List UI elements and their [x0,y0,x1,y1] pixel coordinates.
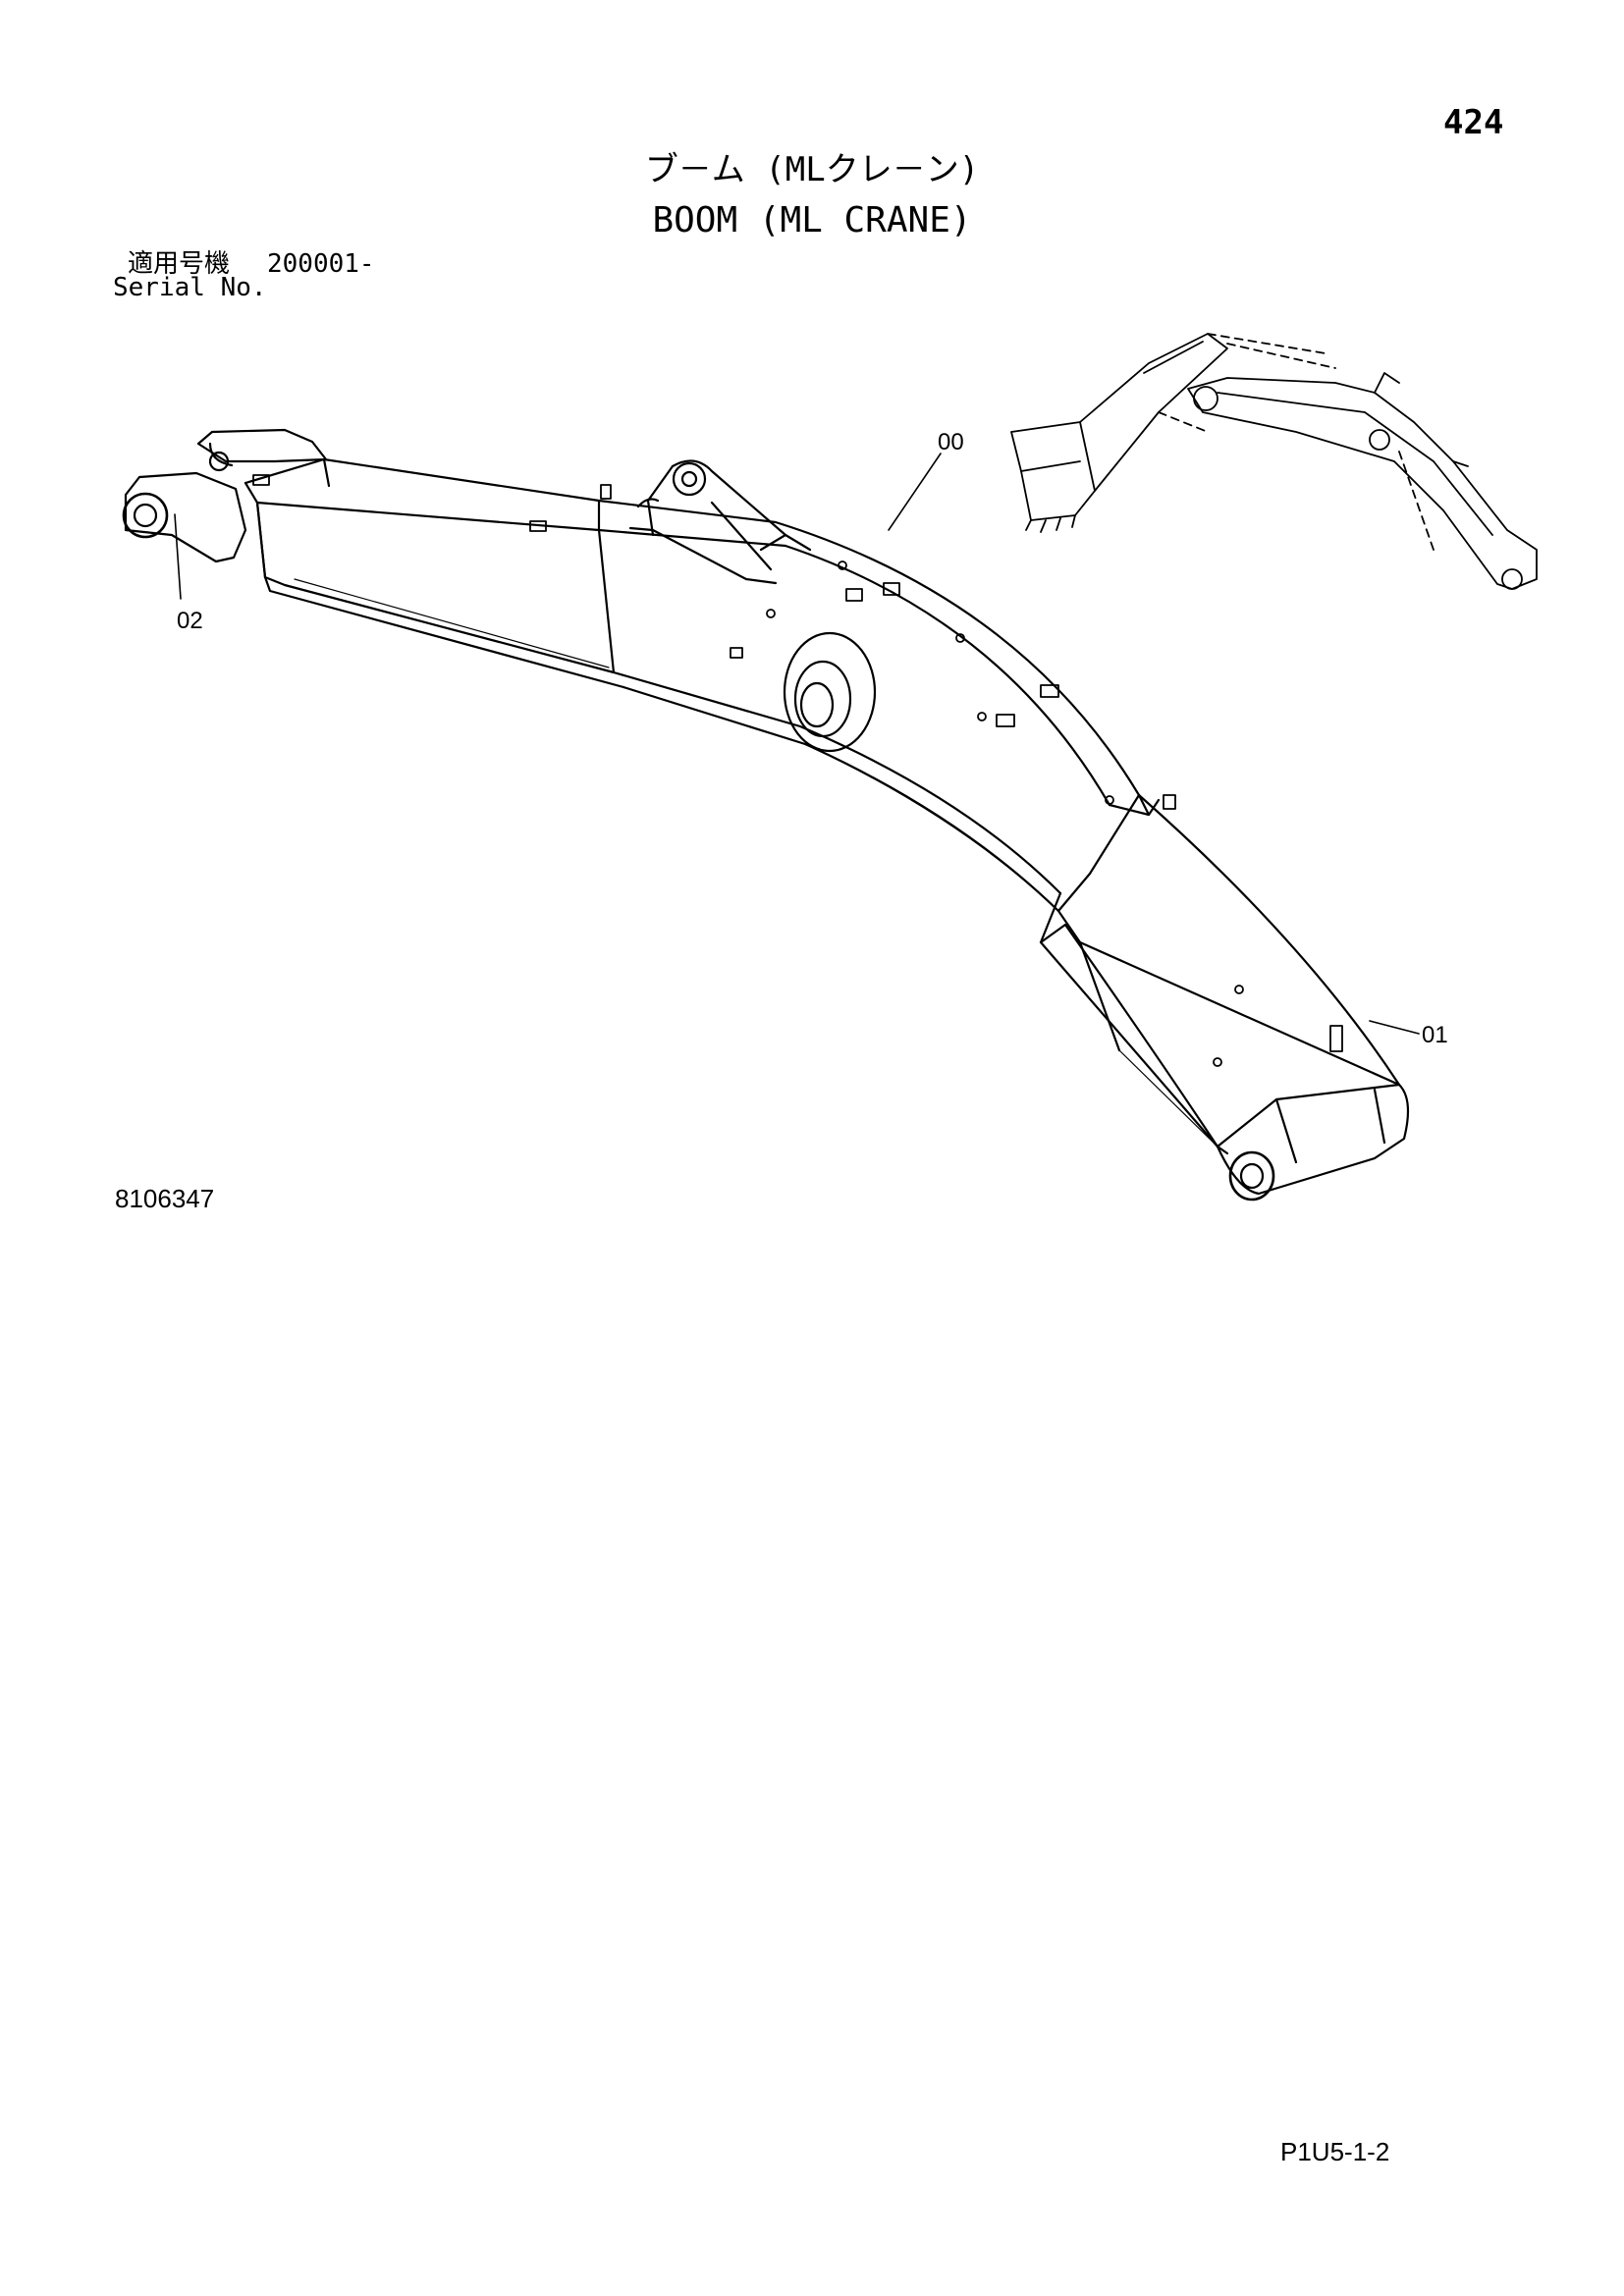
inset-front-attachment [1010,333,1538,590]
boom-main-assembly [122,428,1410,1201]
title-japanese: ブ－ム (MLクレ－ン) [644,150,980,189]
serial-label-english: Serial No. [113,273,267,302]
callout-01: 01 [1422,1022,1448,1048]
boom-detail-pads [252,474,1343,1067]
callout-00: 00 [938,429,964,455]
callout-leaders [174,453,1420,1035]
serial-value: 200001- [267,249,375,279]
callout-02: 02 [177,608,203,634]
page-number: 424 [1443,103,1504,142]
drawing-number: 8106347 [115,1184,215,1213]
title-english: BOOM (ML CRANE) [652,200,972,240]
serial-label-japanese: 適用号機 [128,249,231,279]
sheet-code: P1U5-1-2 [1280,2137,1390,2166]
